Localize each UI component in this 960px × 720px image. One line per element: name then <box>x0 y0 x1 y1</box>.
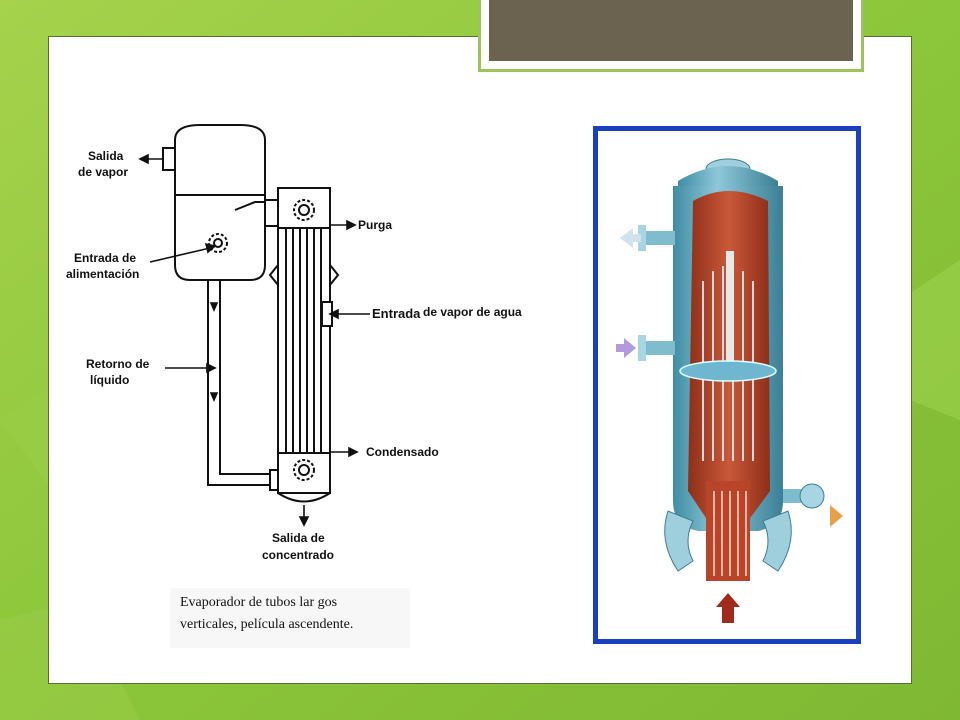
label-retorno-1: Retorno de <box>86 357 150 371</box>
title-bar <box>489 0 853 61</box>
label-salida-vapor-1: Salida <box>88 149 124 163</box>
caption-line-1: Evaporador de tubos lar gos <box>180 595 338 610</box>
label-entrada-vapor-agua: de vapor de agua <box>423 305 522 319</box>
label-salida-conc-1: Salida de <box>272 531 325 545</box>
label-purga: Purga <box>358 218 392 232</box>
evaporator-cutaway-illustration <box>593 126 861 644</box>
label-entrada-alim-1: Entrada de <box>74 251 136 265</box>
diagram-caption: Evaporador de tubos lar gos verticales, … <box>170 588 410 648</box>
label-entrada-vapor: Entrada <box>372 306 421 321</box>
title-placeholder <box>478 0 864 72</box>
label-condensado: Condensado <box>366 445 439 459</box>
label-entrada-alim-2: alimentación <box>66 267 139 281</box>
cutaway-drawing <box>616 158 843 623</box>
label-retorno-2: líquido <box>90 373 129 387</box>
evaporator-schematic: Salida de vapor Entrada de alimentación … <box>66 124 522 562</box>
caption-line-2: verticales, película ascendente. <box>180 617 354 632</box>
label-salida-vapor-2: de vapor <box>78 165 128 179</box>
label-salida-conc-2: concentrado <box>262 548 334 562</box>
